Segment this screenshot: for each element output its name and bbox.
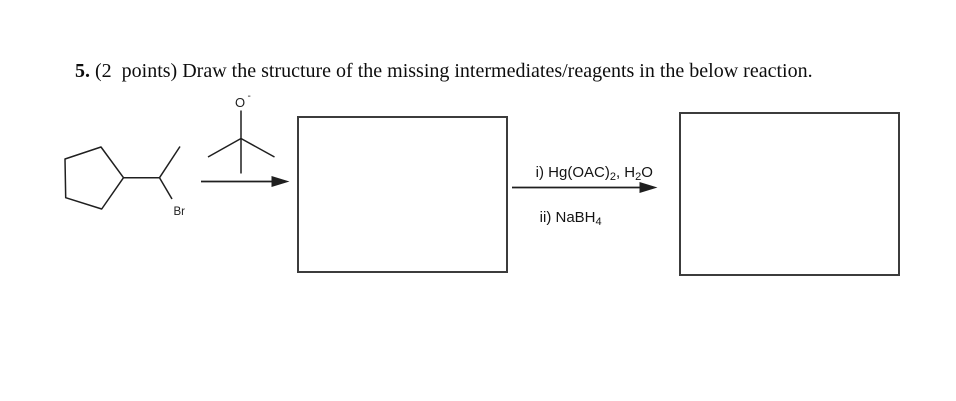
bromine-label: Br	[174, 206, 186, 218]
arrowhead-icon	[639, 182, 658, 193]
subscript: 4	[595, 216, 602, 228]
subscript: 2	[609, 171, 616, 183]
negative-charge-label: -	[248, 91, 251, 102]
reagent-text-part: i) Hg(OAC)	[535, 164, 610, 181]
question-title: 5. (2 points) Draw the structure of the …	[55, 37, 813, 106]
left-methyl-bond	[207, 137, 242, 158]
oxygen-label: O	[235, 95, 245, 110]
tert-butoxide-structure	[207, 110, 275, 174]
reagent-step-i: i) Hg(OAC)2, H2O	[519, 147, 653, 198]
substrate-structure	[64, 146, 181, 210]
reaction-arrow-2	[512, 182, 658, 193]
question-text: (2 points) Draw the structure of the mis…	[90, 60, 813, 82]
answer-box-intermediate	[297, 116, 508, 273]
question-number: 5.	[75, 60, 90, 82]
answer-box-product	[679, 112, 900, 276]
arrowhead-icon	[271, 176, 290, 187]
cyclopentane-ring	[64, 146, 125, 210]
reagent-text-part: , H	[615, 164, 636, 181]
subscript: 2	[635, 171, 642, 183]
reagent-text-part: ii) NaBH	[539, 209, 596, 226]
right-methyl-bond	[240, 137, 275, 158]
carbon-bromine-bond	[158, 177, 173, 200]
reaction-arrow-1	[201, 176, 290, 187]
reagent-text-part: O	[641, 164, 653, 181]
methyl-bond	[158, 146, 181, 179]
reagent-step-ii: ii) NaBH4	[523, 192, 602, 243]
